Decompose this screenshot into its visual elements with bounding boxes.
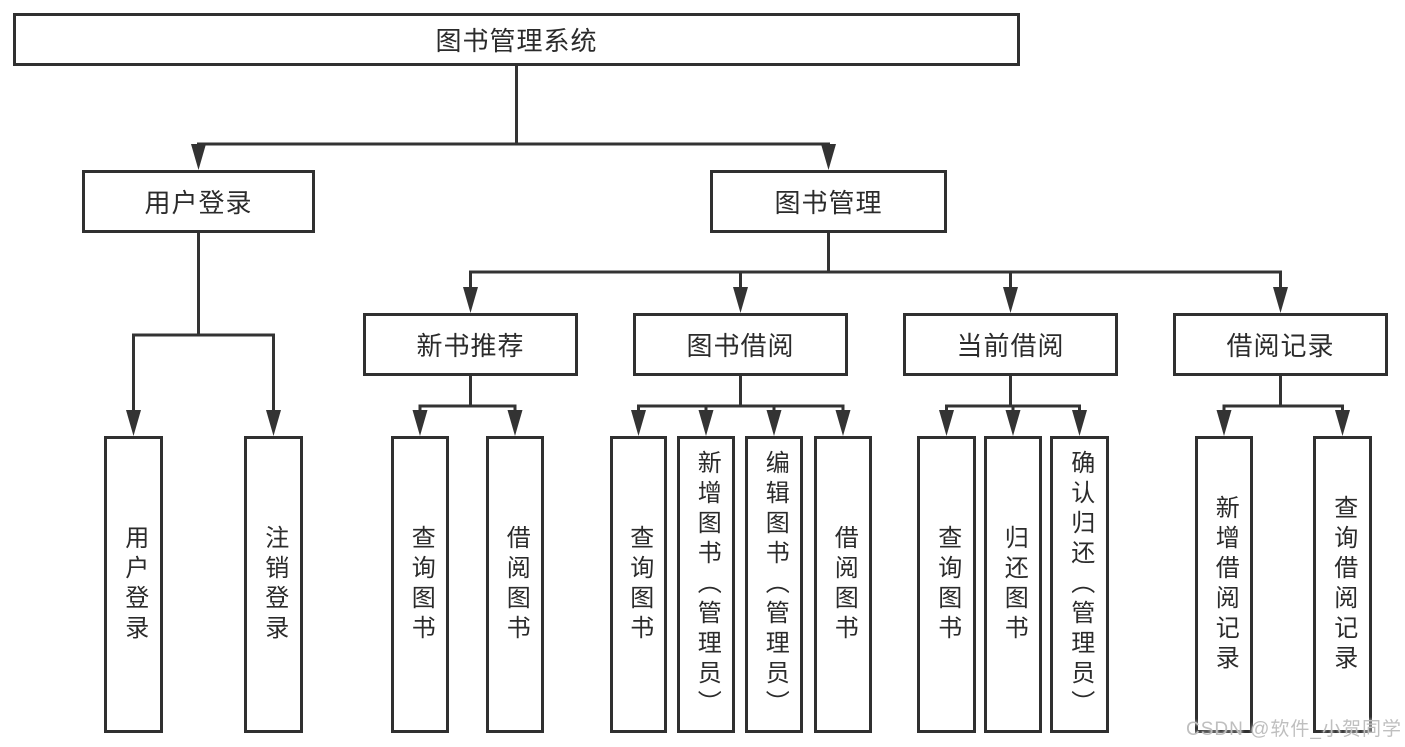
leaf-query-borrow-record: 查询借阅记录 <box>1313 436 1372 733</box>
node-label: 新增借阅记录 <box>1211 494 1239 675</box>
leaf-edit-books-admin: 编辑图书（管理员） <box>745 436 803 733</box>
connector-new-book-to-leaves <box>418 374 517 420</box>
leaf-add-borrow-record: 新增借阅记录 <box>1195 436 1253 733</box>
leaf-query-books-recommend: 查询图书 <box>391 436 449 733</box>
node-label: 图书借阅 <box>686 331 795 361</box>
arrowhead <box>1273 287 1288 313</box>
node-label: 查询图书 <box>933 524 961 645</box>
node-label: 借阅图书 <box>502 524 530 645</box>
csdn-watermark: CSDN @软件_小贺同学 <box>1186 719 1402 740</box>
arrowhead <box>698 410 714 436</box>
arrowhead <box>412 410 428 436</box>
leaf-query-books-borrowing: 查询图书 <box>610 436 667 733</box>
arrowhead <box>266 410 281 436</box>
node-library-management-system: 图书管理系统 <box>13 13 1020 66</box>
arrowhead <box>631 410 646 436</box>
node-label: 查询图书 <box>625 524 653 645</box>
connector-borrow-records-to-leaves <box>1222 374 1344 420</box>
node-book-borrowing: 图书借阅 <box>633 313 848 376</box>
arrowhead <box>1005 410 1021 436</box>
arrowhead <box>126 410 141 436</box>
node-label: 借阅记录 <box>1226 331 1335 361</box>
connector-book-borrowing-to-leaves <box>637 374 845 420</box>
node-label: 归还图书 <box>1000 524 1028 645</box>
arrowhead <box>463 287 478 313</box>
arrowheads <box>126 144 1350 436</box>
arrowhead <box>821 144 836 170</box>
leaf-add-books-admin: 新增图书（管理员） <box>677 436 735 733</box>
node-label: 新书推荐 <box>416 331 525 361</box>
node-book-management: 图书管理 <box>710 170 947 233</box>
arrowhead <box>733 287 748 313</box>
node-label: 用户登录 <box>120 524 148 645</box>
arrowhead <box>1003 287 1018 313</box>
arrowhead <box>1216 410 1232 436</box>
node-label: 查询图书 <box>407 524 435 645</box>
leaf-borrow-books-borrowing: 借阅图书 <box>814 436 872 733</box>
connector-user-login-to-leaves <box>132 231 275 420</box>
node-label: 图书管理 <box>774 188 883 218</box>
arrowhead <box>507 410 523 436</box>
arrowhead <box>1335 410 1350 436</box>
node-new-book-recommend: 新书推荐 <box>363 313 578 376</box>
node-label: 图书管理系统 <box>435 26 598 56</box>
arrowhead <box>835 410 851 436</box>
node-borrowing-records: 借阅记录 <box>1173 313 1388 376</box>
node-label: 新增图书（管理员） <box>693 449 721 720</box>
arrowhead <box>191 144 206 170</box>
connector-book-mgmt-to-level3 <box>469 231 1282 297</box>
leaf-query-books-current: 查询图书 <box>917 436 976 733</box>
node-label: 注销登录 <box>260 524 288 645</box>
leaf-user-login: 用户登录 <box>104 436 163 733</box>
node-label: 确认归还（管理员） <box>1066 449 1094 720</box>
leaf-logout: 注销登录 <box>244 436 303 733</box>
node-current-borrowing: 当前借阅 <box>903 313 1118 376</box>
arrowhead <box>766 410 782 436</box>
connector-root-to-level2 <box>197 64 830 146</box>
node-label: 查询借阅记录 <box>1329 494 1357 675</box>
node-label: 当前借阅 <box>956 331 1065 361</box>
leaf-confirm-return-admin: 确认归还（管理员） <box>1050 436 1109 733</box>
node-label: 编辑图书（管理员） <box>761 449 789 720</box>
node-label: 借阅图书 <box>830 524 858 645</box>
arrowhead <box>939 410 954 436</box>
node-user-login: 用户登录 <box>82 170 315 233</box>
node-label: 用户登录 <box>144 188 253 218</box>
arrowhead <box>1072 410 1087 436</box>
leaf-borrow-books-recommend: 借阅图书 <box>486 436 544 733</box>
leaf-return-books: 归还图书 <box>984 436 1042 733</box>
